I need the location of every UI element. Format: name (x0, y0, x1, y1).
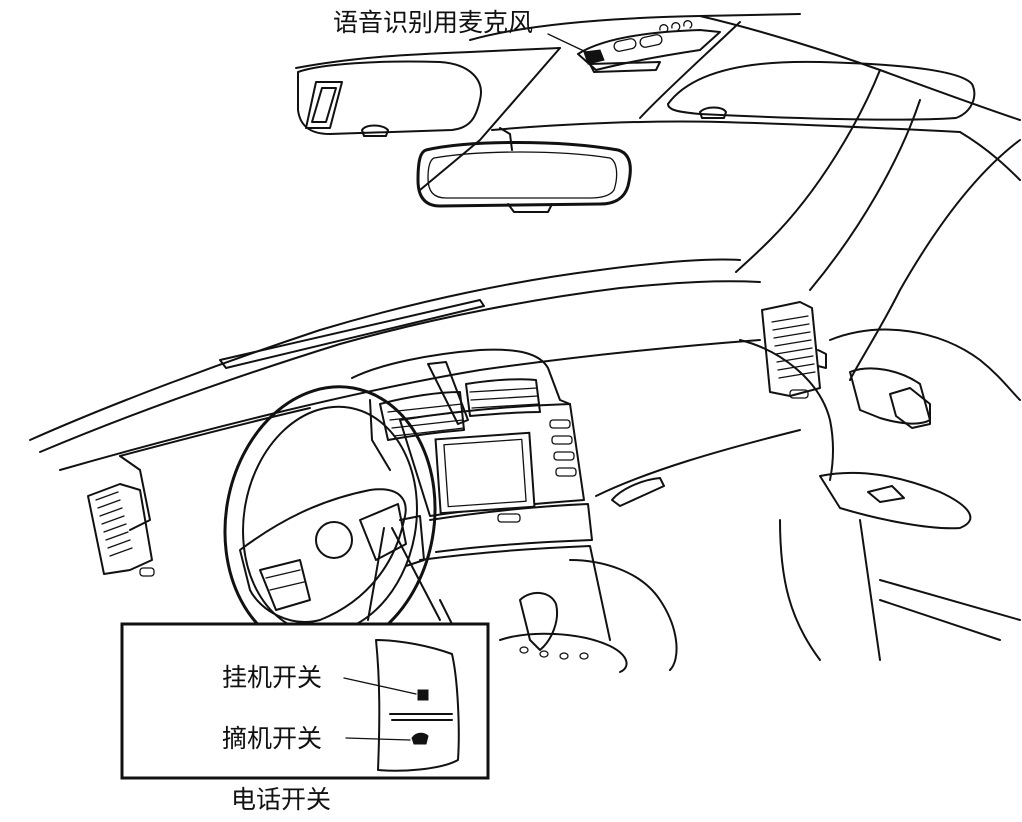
passenger-door (779, 328, 1021, 661)
microphone-label: 语音识别用麦克风 (333, 8, 534, 37)
phone-switch-inset (120, 622, 490, 780)
center-stack (351, 348, 611, 661)
rearview-mirror (416, 127, 632, 213)
right-air-vent (761, 301, 827, 399)
windshield-frame (419, 21, 1021, 381)
gear-shifter (499, 592, 628, 673)
hang-up-switch-label: 挂机开关 (222, 663, 323, 692)
hang-up-leader-line (343, 677, 417, 695)
dashboard-top (29, 258, 761, 531)
microphone-leader-line (547, 33, 587, 53)
inset-leader (367, 527, 441, 621)
pick-up-leader-line (345, 737, 411, 741)
right-sun-visor (667, 60, 976, 121)
pick-up-switch-icon (411, 732, 429, 745)
pick-up-switch-label: 摘机开关 (222, 724, 323, 753)
overhead-console (547, 20, 721, 73)
switch-panel (375, 639, 460, 772)
phone-switch-caption: 电话开关 (231, 785, 332, 814)
left-air-vent (87, 483, 155, 577)
navigation-screen (434, 431, 536, 515)
microphone-icon (583, 49, 605, 65)
hang-up-switch-icon (417, 689, 429, 701)
left-sun-visor (297, 60, 482, 137)
passenger-dash (569, 339, 834, 671)
